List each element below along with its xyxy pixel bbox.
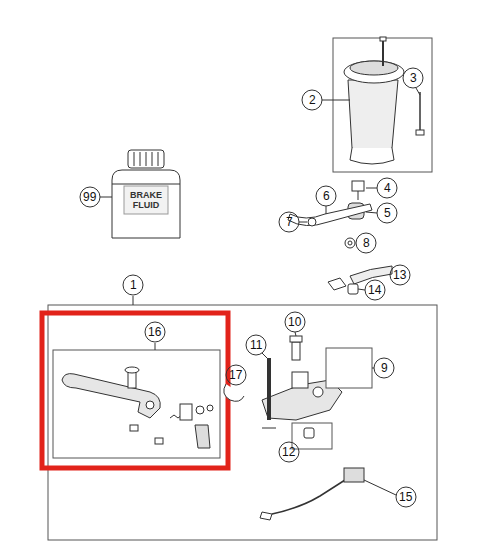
leader-line — [295, 332, 296, 336]
callout-circle — [285, 312, 305, 332]
callout-number: 7 — [286, 215, 293, 229]
lever-frame — [53, 350, 220, 458]
callout-number: 2 — [309, 93, 316, 107]
callout-circle — [396, 487, 416, 507]
leader-line — [299, 222, 307, 223]
highlight-box — [42, 313, 228, 468]
callout-number: 16 — [148, 325, 161, 339]
callout-circle — [316, 186, 336, 206]
reservoir — [344, 37, 424, 164]
callout-number: 15 — [399, 490, 412, 504]
callout-circle — [356, 233, 376, 253]
leader-line — [416, 88, 420, 95]
callout-circle — [365, 280, 385, 300]
brake-fluid-can — [112, 150, 180, 238]
callout-number: 8 — [363, 236, 370, 250]
callout-number: 5 — [384, 206, 391, 220]
callout-circle — [403, 68, 423, 88]
master-cylinder — [224, 336, 372, 520]
callout-number: 12 — [282, 445, 295, 459]
leader-line — [372, 368, 374, 369]
callout-circle — [226, 365, 246, 385]
callout-number: 3 — [410, 71, 417, 85]
callout-circle — [377, 203, 397, 223]
leader-line — [262, 353, 267, 358]
leader-line — [366, 212, 377, 213]
leader-line — [133, 296, 134, 305]
leader-line — [366, 188, 377, 189]
hose — [328, 266, 392, 294]
callout-number: 13 — [393, 268, 406, 282]
assembly-frame — [48, 305, 437, 540]
leader-line — [358, 289, 365, 290]
callout-circle — [374, 358, 394, 378]
callout-circle — [279, 212, 299, 232]
callout-circle — [123, 275, 143, 295]
clutch-lever — [62, 367, 213, 448]
reservoir-frame — [333, 38, 432, 172]
callout-circle — [246, 335, 266, 355]
leader-line — [326, 206, 327, 214]
callout-circle — [145, 322, 165, 342]
leader-line — [100, 197, 112, 198]
callout-circle — [302, 90, 322, 110]
callout-number: 10 — [288, 315, 301, 329]
callout-circle — [390, 265, 410, 285]
leader-line — [364, 480, 396, 495]
mounting-parts — [288, 181, 372, 248]
callout-number: 4 — [384, 181, 391, 195]
callout-circle — [279, 442, 299, 462]
callout-circle — [80, 187, 100, 207]
callout-number: 9 — [381, 361, 388, 375]
callout-number: 17 — [229, 368, 242, 382]
leader-line — [322, 100, 350, 101]
can-label: BRAKE FLUID — [126, 190, 166, 210]
callout-number: 1 — [130, 278, 137, 292]
callout-number: 11 — [250, 338, 262, 352]
callout-number: 6 — [323, 189, 330, 203]
leader-line — [155, 343, 156, 350]
callout-number: 14 — [368, 283, 381, 297]
callout-number: 99 — [83, 190, 96, 204]
callout-circle — [377, 178, 397, 198]
